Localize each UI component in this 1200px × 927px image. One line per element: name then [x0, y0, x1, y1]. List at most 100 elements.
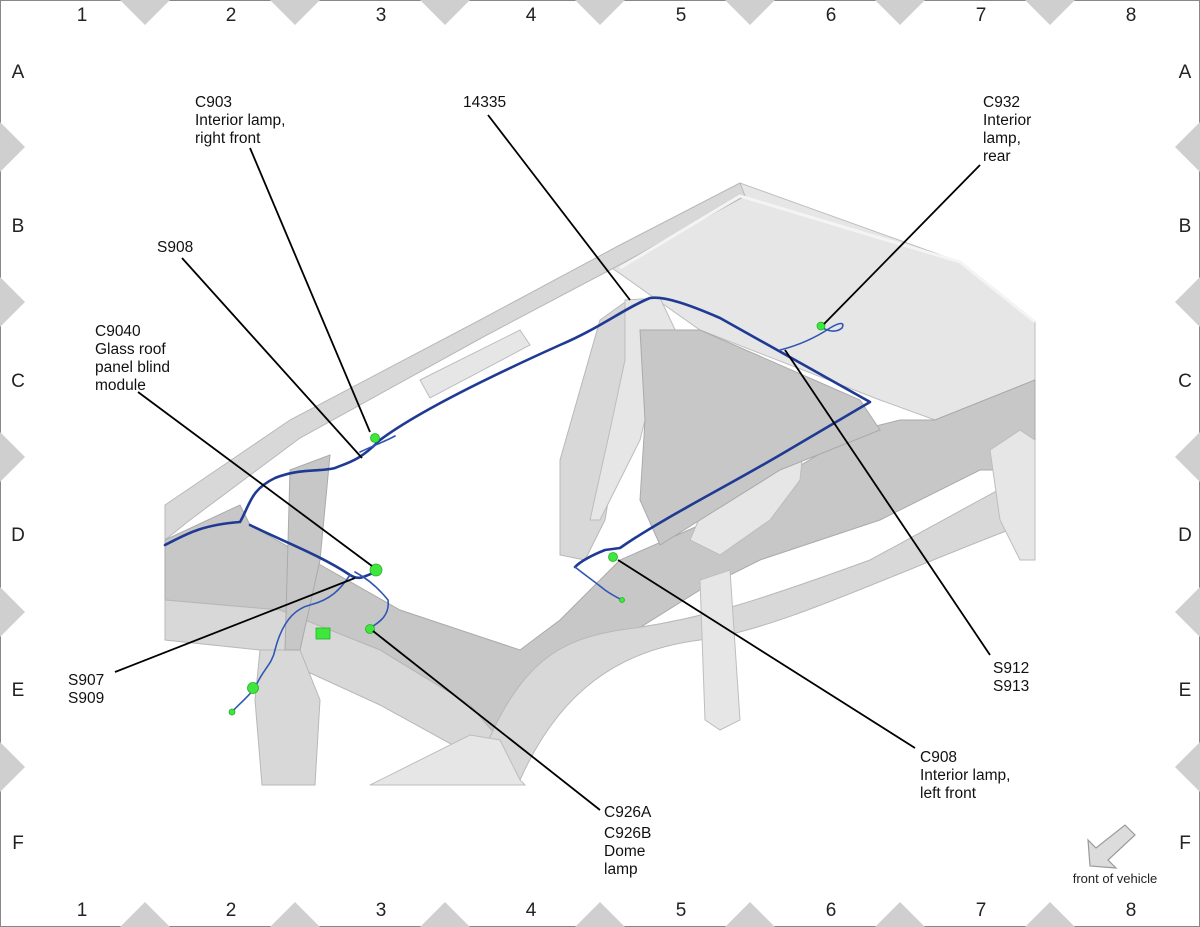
callout-line: left front [920, 785, 977, 802]
harness-branch-left-drop [231, 574, 351, 713]
leader-s908 [181, 257, 363, 459]
callout-line: C932 [983, 94, 1020, 111]
sun-shade-bar [419, 329, 531, 399]
row-label: A [1179, 62, 1192, 83]
col-label: 7 [976, 5, 987, 26]
col-label: 8 [1126, 900, 1137, 921]
harness-branch-rear-lamp [779, 322, 844, 351]
arrow-down-left-icon [1087, 824, 1136, 869]
callout-c903: C903 Interior lamp, right front [195, 94, 285, 147]
col-label: 5 [676, 5, 687, 26]
connector-tip [228, 708, 236, 716]
callout-s907: S907 S909 [68, 672, 104, 707]
connector-c908 [608, 552, 618, 562]
col-label: 7 [976, 900, 987, 921]
connectors [228, 321, 826, 716]
col-label: 6 [826, 900, 837, 921]
callout-line: Dome [604, 843, 645, 860]
connector-c926 [365, 624, 375, 634]
col-label: 6 [826, 5, 837, 26]
leader-lines [114, 114, 991, 811]
col-label: 1 [77, 5, 88, 26]
col-label: 4 [526, 5, 537, 26]
leader-14335 [487, 114, 631, 301]
front-of-vehicle-label: front of vehicle [1073, 871, 1158, 886]
leader-c903 [249, 147, 371, 433]
leader-s907 [114, 577, 356, 673]
callout-line: C926B [604, 825, 651, 842]
grid-row-labels-left: A B C D E F [11, 62, 25, 854]
harness-branch-right-front [359, 435, 396, 453]
connector-lower-left [247, 682, 259, 694]
callout-line: right front [195, 130, 261, 147]
connector-c9040 [369, 563, 383, 577]
connector-module [315, 627, 331, 640]
callout-14335: 14335 [463, 94, 506, 111]
col-label: 3 [376, 5, 387, 26]
connector-c903 [370, 433, 380, 443]
grid-row-labels-right: A B C D E F [1178, 62, 1192, 854]
callout-line: rear [983, 148, 1011, 165]
grid-column-labels-top: 1 2 3 4 5 6 7 8 [77, 5, 1137, 26]
leader-c926 [372, 630, 601, 811]
roof-edge-highlight [619, 194, 1036, 324]
callout-line: lamp, [983, 130, 1021, 147]
callout-c9040: C9040 Glass roof panel blind module [95, 323, 170, 394]
leader-c932 [823, 164, 981, 325]
callout-line: Glass roof [95, 341, 166, 358]
rear-inner-panel [639, 329, 881, 546]
row-label: E [12, 680, 25, 701]
col-label: 1 [77, 900, 88, 921]
col-label: 2 [226, 900, 237, 921]
vehicle-roof-structure [164, 182, 1036, 786]
harness-branch-dome [354, 571, 390, 629]
callout-line: C903 [195, 94, 232, 111]
row-label: C [1178, 371, 1192, 392]
callout-line: S909 [68, 690, 104, 707]
rear-pillar [989, 429, 1036, 561]
row-label: F [12, 833, 24, 854]
row-label: B [12, 216, 25, 237]
row-label: E [1179, 680, 1192, 701]
callout-line: S913 [993, 678, 1029, 695]
col-label: 4 [526, 900, 537, 921]
callout-line: S912 [993, 660, 1029, 677]
callout-s912: S912 S913 [993, 660, 1029, 695]
leader-s912 [784, 349, 991, 656]
row-label: B [1179, 216, 1192, 237]
callout-c932: C932 Interior lamp, rear [983, 94, 1031, 165]
callout-line: C926A [604, 804, 652, 821]
callout-line: S907 [68, 672, 104, 689]
row-label: D [1178, 525, 1192, 546]
callout-s908: S908 [157, 239, 193, 256]
callout-line: module [95, 377, 146, 394]
leader-c908 [617, 559, 916, 749]
callout-line: lamp [604, 861, 638, 878]
col-label: 5 [676, 900, 687, 921]
callout-line: Interior [983, 112, 1031, 129]
row-label: A [12, 62, 25, 83]
callout-line: C908 [920, 749, 957, 766]
col-label: 2 [226, 5, 237, 26]
connector-tip [619, 597, 625, 603]
callout-line: Interior lamp, [920, 767, 1010, 784]
col-label: 3 [376, 900, 387, 921]
connector-c932 [816, 321, 826, 331]
harness-branch-left-front [574, 566, 623, 601]
row-label: C [11, 371, 25, 392]
callout-line: S908 [157, 239, 193, 256]
callout-c926: C926A C926B Dome lamp [604, 804, 652, 878]
callout-line: 14335 [463, 94, 506, 111]
callout-c908: C908 Interior lamp, left front [920, 749, 1010, 802]
callout-line: C9040 [95, 323, 141, 340]
front-of-vehicle-indicator: front of vehicle [1073, 824, 1158, 886]
leader-c9040 [137, 391, 373, 567]
col-label: 8 [1126, 5, 1137, 26]
callout-line: panel blind [95, 359, 170, 376]
door-frame-pillar [699, 569, 741, 731]
grid-column-labels-bottom: 1 2 3 4 5 6 7 8 [77, 900, 1137, 921]
lower-body-panel [369, 734, 527, 786]
row-label: D [11, 525, 25, 546]
